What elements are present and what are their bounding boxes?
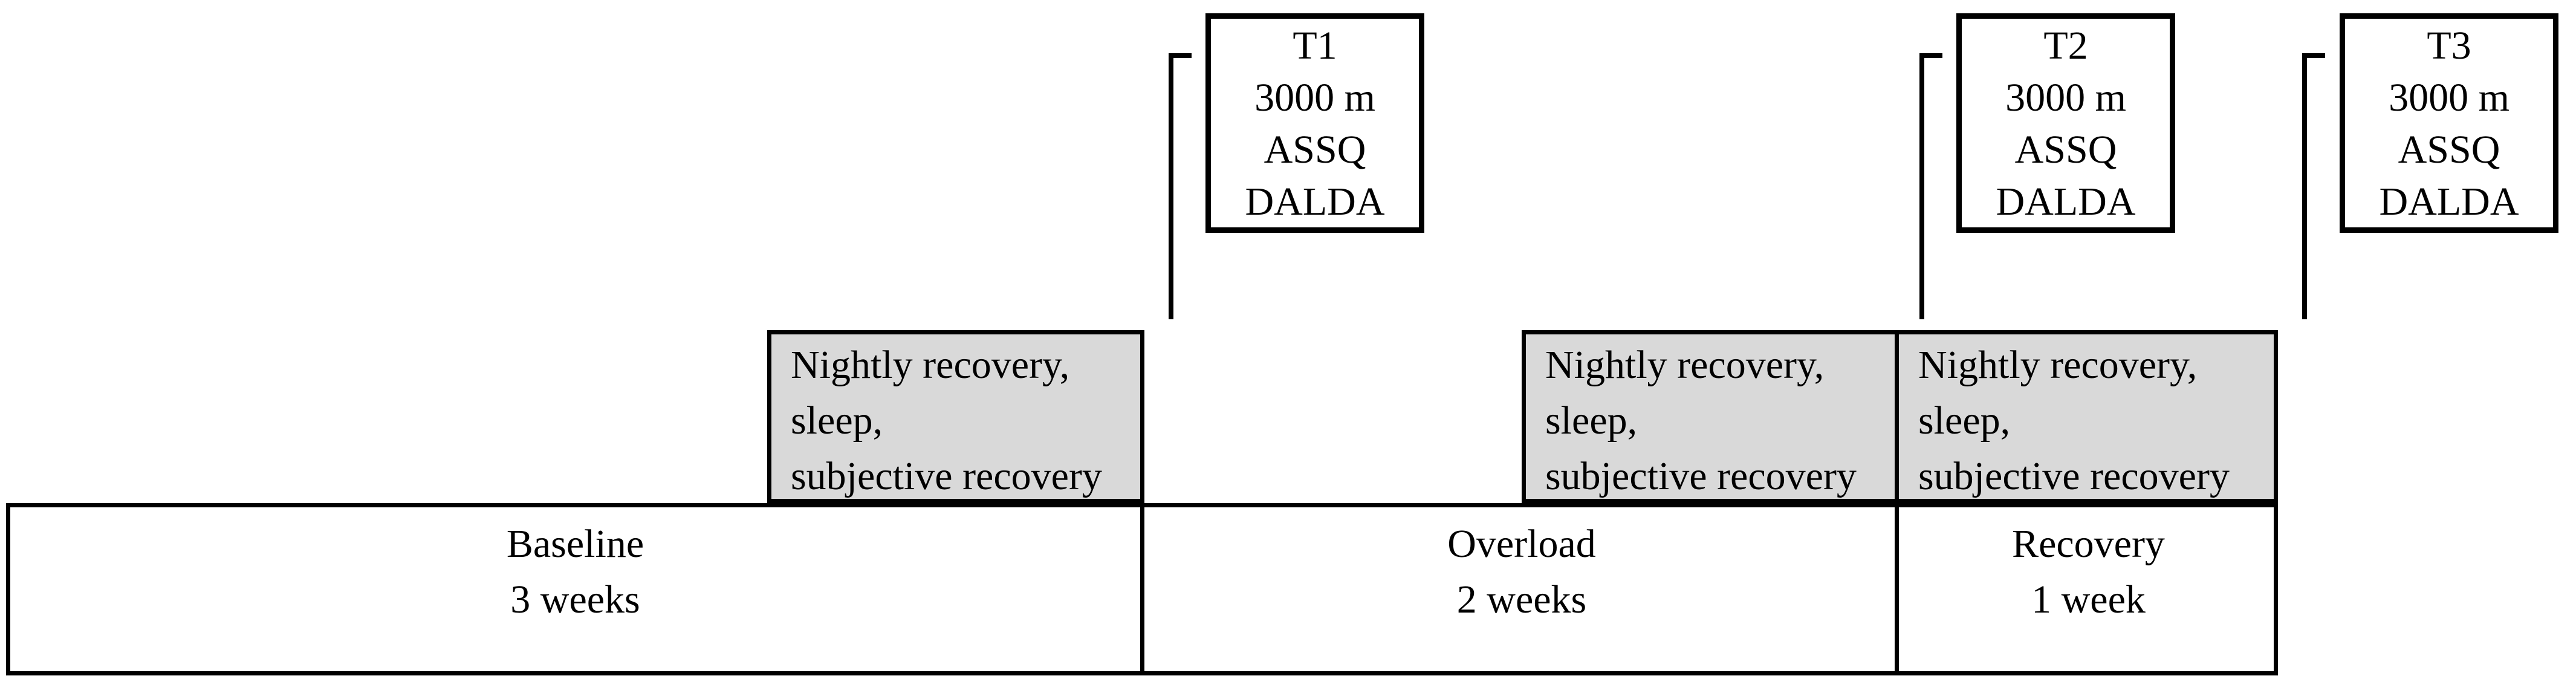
phase-name: Recovery — [2012, 522, 2165, 566]
assessment-box-t1: T1 3000 m ASSQ DALDA — [1205, 13, 1424, 233]
monitoring-line: subjective recovery — [1545, 454, 1857, 498]
assessment-test: 3000 m — [2389, 76, 2509, 120]
assessment-title: T2 — [2043, 24, 2088, 68]
monitoring-line: Nightly recovery, — [1545, 343, 1825, 387]
t3-connector-line — [2302, 53, 2325, 319]
assessment-questionnaire: DALDA — [1996, 180, 2136, 224]
monitoring-box-recovery: Nightly recovery, sleep, subjective reco… — [1895, 330, 2278, 503]
phase-duration: 3 weeks — [510, 577, 640, 622]
monitoring-line: Nightly recovery, — [791, 343, 1070, 387]
phase-duration: 1 week — [2031, 577, 2146, 622]
assessment-box-t3: T3 3000 m ASSQ DALDA — [2340, 13, 2558, 233]
phase-divider-line — [1140, 503, 1144, 675]
t2-connector-line — [1919, 53, 1942, 319]
phase-cell-recovery: Recovery 1 week — [1899, 503, 2278, 675]
monitoring-line: subjective recovery — [1918, 454, 2230, 498]
assessment-title: T1 — [1293, 24, 1337, 68]
assessment-box-t2: T2 3000 m ASSQ DALDA — [1956, 13, 2175, 233]
monitoring-box-baseline: Nightly recovery, sleep, subjective reco… — [767, 330, 1144, 503]
monitoring-line: Nightly recovery, — [1918, 343, 2198, 387]
monitoring-line: sleep, — [791, 398, 883, 443]
assessment-test: 3000 m — [1254, 76, 1375, 120]
phase-cell-overload: Overload 2 weeks — [1144, 503, 1899, 675]
phase-divider-line — [1895, 503, 1899, 675]
monitoring-box-overload: Nightly recovery, sleep, subjective reco… — [1522, 330, 1899, 503]
assessment-questionnaire: DALDA — [2379, 180, 2519, 224]
assessment-questionnaire: DALDA — [1245, 180, 1385, 224]
phase-cell-baseline: Baseline 3 weeks — [6, 503, 1144, 675]
phase-name: Baseline — [506, 522, 644, 566]
monitoring-line: sleep, — [1545, 398, 1638, 443]
phase-name: Overload — [1447, 522, 1596, 566]
assessment-title: T3 — [2427, 24, 2471, 68]
monitoring-line: sleep, — [1918, 398, 2011, 443]
assessment-test: 3000 m — [2005, 76, 2126, 120]
monitoring-line: subjective recovery — [791, 454, 1102, 498]
assessment-questionnaire: ASSQ — [2014, 128, 2117, 172]
phase-duration: 2 weeks — [1456, 577, 1587, 622]
t1-connector-line — [1169, 53, 1192, 319]
assessment-questionnaire: ASSQ — [2398, 128, 2500, 172]
assessment-questionnaire: ASSQ — [1264, 128, 1366, 172]
